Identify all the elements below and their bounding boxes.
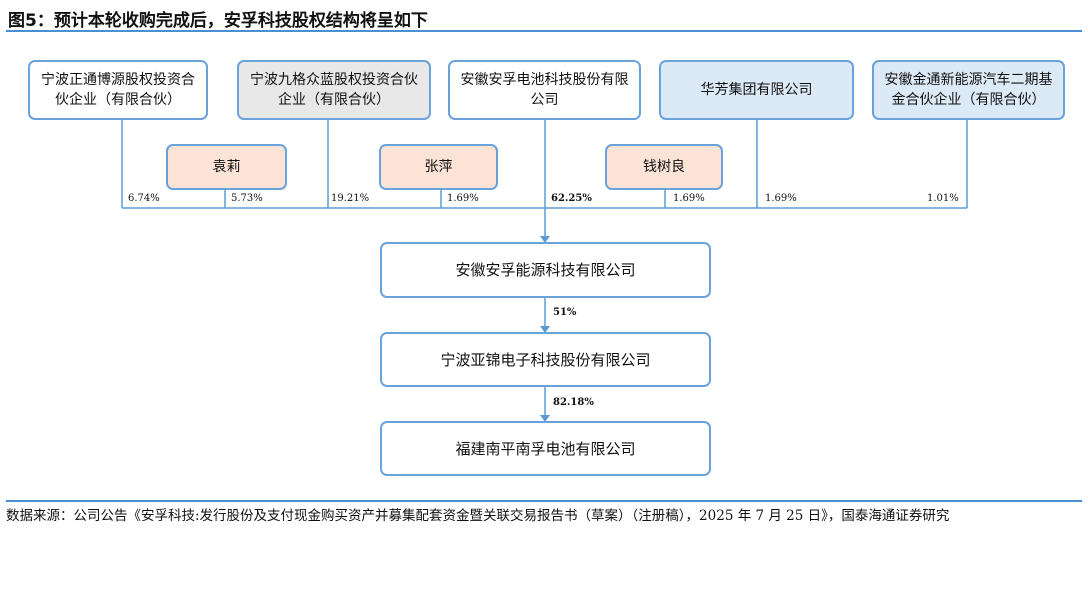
company-box-yajin: 宁波亚锦电子科技股份有限公司 [380, 332, 711, 387]
pct-yajin-to-nanfu: 82.18% [553, 397, 594, 408]
person-box-qianshuliang: 钱树良 [605, 144, 723, 190]
figure-title: 图5：预计本轮收购完成后，安孚科技股权结构将呈如下 [8, 11, 428, 31]
title-divider [6, 30, 1082, 32]
pct-jiuge: 19.21% [331, 193, 370, 204]
company-box-nanfu: 福建南平南孚电池有限公司 [380, 421, 711, 476]
shareholder-box-jiuge: 宁波九格众蓝股权投资合伙企业（有限合伙） [237, 60, 431, 120]
pct-anfu-battery: 62.25% [551, 193, 592, 204]
pct-energy-to-yajin: 51% [553, 307, 577, 318]
pct-zhengtong: 6.74% [128, 193, 160, 204]
pct-jintong: 1.01% [927, 193, 959, 204]
shareholder-box-zhengtong: 宁波正通博源股权投资合伙企业（有限合伙） [28, 60, 208, 120]
shareholder-box-anfu-battery: 安徽安孚电池科技股份有限公司 [448, 60, 641, 120]
pct-huafang: 1.69% [765, 193, 797, 204]
source-note: 数据来源：公司公告《安孚科技:发行股份及支付现金购买资产并募集配套资金暨关联交易… [6, 508, 950, 524]
shareholder-box-jintong: 安徽金通新能源汽车二期基金合伙企业（有限合伙） [872, 60, 1065, 120]
pct-zhangping: 1.69% [447, 193, 479, 204]
person-box-yuanli: 袁莉 [166, 144, 287, 190]
source-divider [6, 500, 1082, 502]
shareholder-box-huafang: 华芳集团有限公司 [659, 60, 854, 120]
pct-qianshuliang: 1.69% [673, 193, 705, 204]
company-box-anfu-energy: 安徽安孚能源科技有限公司 [380, 242, 711, 298]
pct-yuanli: 5.73% [231, 193, 263, 204]
person-box-zhangping: 张萍 [379, 144, 498, 190]
